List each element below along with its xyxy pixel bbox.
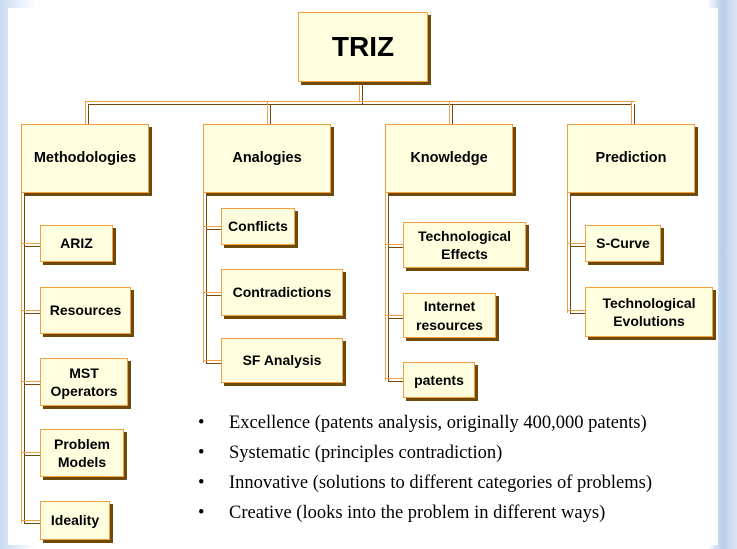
connector (567, 243, 585, 244)
connector (24, 196, 25, 523)
connector (21, 243, 40, 244)
connector (567, 310, 585, 311)
root-node: TRIZ (298, 12, 428, 82)
branch-prediction: Prediction (567, 124, 695, 193)
connector (449, 101, 450, 124)
connector (206, 229, 221, 230)
slide (8, 8, 718, 545)
node-problem-models: Problem Models (40, 429, 124, 477)
connector (85, 101, 86, 124)
connector (385, 244, 403, 245)
connector (385, 378, 403, 379)
connector (24, 246, 40, 247)
connector (385, 193, 386, 381)
connector (24, 384, 40, 385)
connector (362, 82, 363, 104)
branch-methodologies: Methodologies (21, 124, 149, 193)
connector (24, 313, 40, 314)
node-resources: Resources (40, 287, 131, 334)
connector (634, 104, 635, 124)
connector (203, 193, 204, 363)
connector (203, 292, 221, 293)
connector (21, 520, 40, 521)
bullet-item: •Innovative (solutions to different cate… (198, 473, 652, 493)
connector (85, 101, 635, 102)
bullet-item: •Creative (looks into the problem in dif… (198, 503, 606, 523)
node-ariz: ARIZ (40, 225, 113, 262)
node-internet-resources: Internet resources (403, 293, 496, 338)
node-patents: patents (403, 362, 475, 398)
connector (388, 196, 389, 381)
connector (24, 455, 40, 456)
connector (452, 104, 453, 124)
node-sf-analysis: SF Analysis (221, 338, 343, 383)
node-conflicts: Conflicts (221, 208, 295, 245)
branch-analogies: Analogies (203, 124, 331, 193)
connector (206, 295, 221, 296)
connector (206, 363, 221, 364)
connector (388, 381, 403, 382)
node-technological-evolutions: Technological Evolutions (585, 287, 713, 337)
connector (24, 523, 40, 524)
connector (388, 247, 403, 248)
connector (570, 196, 571, 313)
node-ideality: Ideality (40, 501, 110, 540)
connector (570, 313, 585, 314)
connector (631, 101, 632, 124)
connector (203, 360, 221, 361)
connector (21, 310, 40, 311)
connector (270, 104, 271, 124)
connector (88, 104, 632, 105)
connector (21, 381, 40, 382)
node-contradictions: Contradictions (221, 269, 343, 316)
connector (203, 226, 221, 227)
connector (570, 246, 585, 247)
node-s-curve: S-Curve (585, 225, 661, 262)
node-mst-operators: MST Operators (40, 358, 128, 406)
node-technological-effects: Technological Effects (403, 222, 526, 268)
connector (385, 315, 403, 316)
connector (359, 82, 360, 102)
connector (388, 318, 403, 319)
connector (88, 104, 89, 124)
connector (267, 101, 268, 124)
bullet-item: •Excellence (patents analysis, originall… (198, 413, 647, 433)
connector (21, 452, 40, 453)
connector (567, 193, 568, 313)
bullet-list: •Excellence (patents analysis, originall… (198, 408, 652, 528)
connector (206, 196, 207, 363)
connector (21, 193, 22, 523)
branch-knowledge: Knowledge (385, 124, 513, 193)
bullet-item: •Systematic (principles contradiction) (198, 443, 503, 463)
